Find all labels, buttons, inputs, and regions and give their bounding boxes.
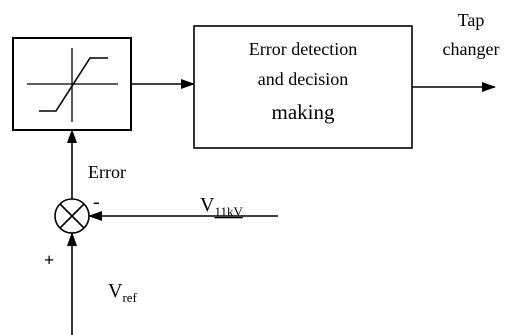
tap-changer-label-line-2: changer [443, 39, 500, 59]
error-label: Error [88, 162, 126, 182]
plus-sign: + [44, 250, 54, 270]
decision-line-2: and decision [258, 69, 348, 89]
v11kv-label: V11kV [200, 194, 243, 219]
decision-line-1: Error detection [249, 39, 357, 59]
tap-changer-label-line-1: Tap [458, 10, 485, 30]
vref-subscript: ref [122, 290, 137, 305]
vref-main: V [108, 280, 123, 302]
saturation-limiter-icon [27, 48, 118, 122]
minus-sign: - [93, 191, 100, 213]
decision-block: Error detection and decision making [193, 25, 413, 149]
limiter-block [12, 37, 132, 131]
v11kv-subscript: 11kV [214, 204, 243, 219]
summing-junction-icon [54, 198, 90, 234]
v11kv-main: V [200, 194, 215, 216]
decision-line-3: making [272, 100, 335, 124]
vref-label: Vref [108, 280, 138, 305]
